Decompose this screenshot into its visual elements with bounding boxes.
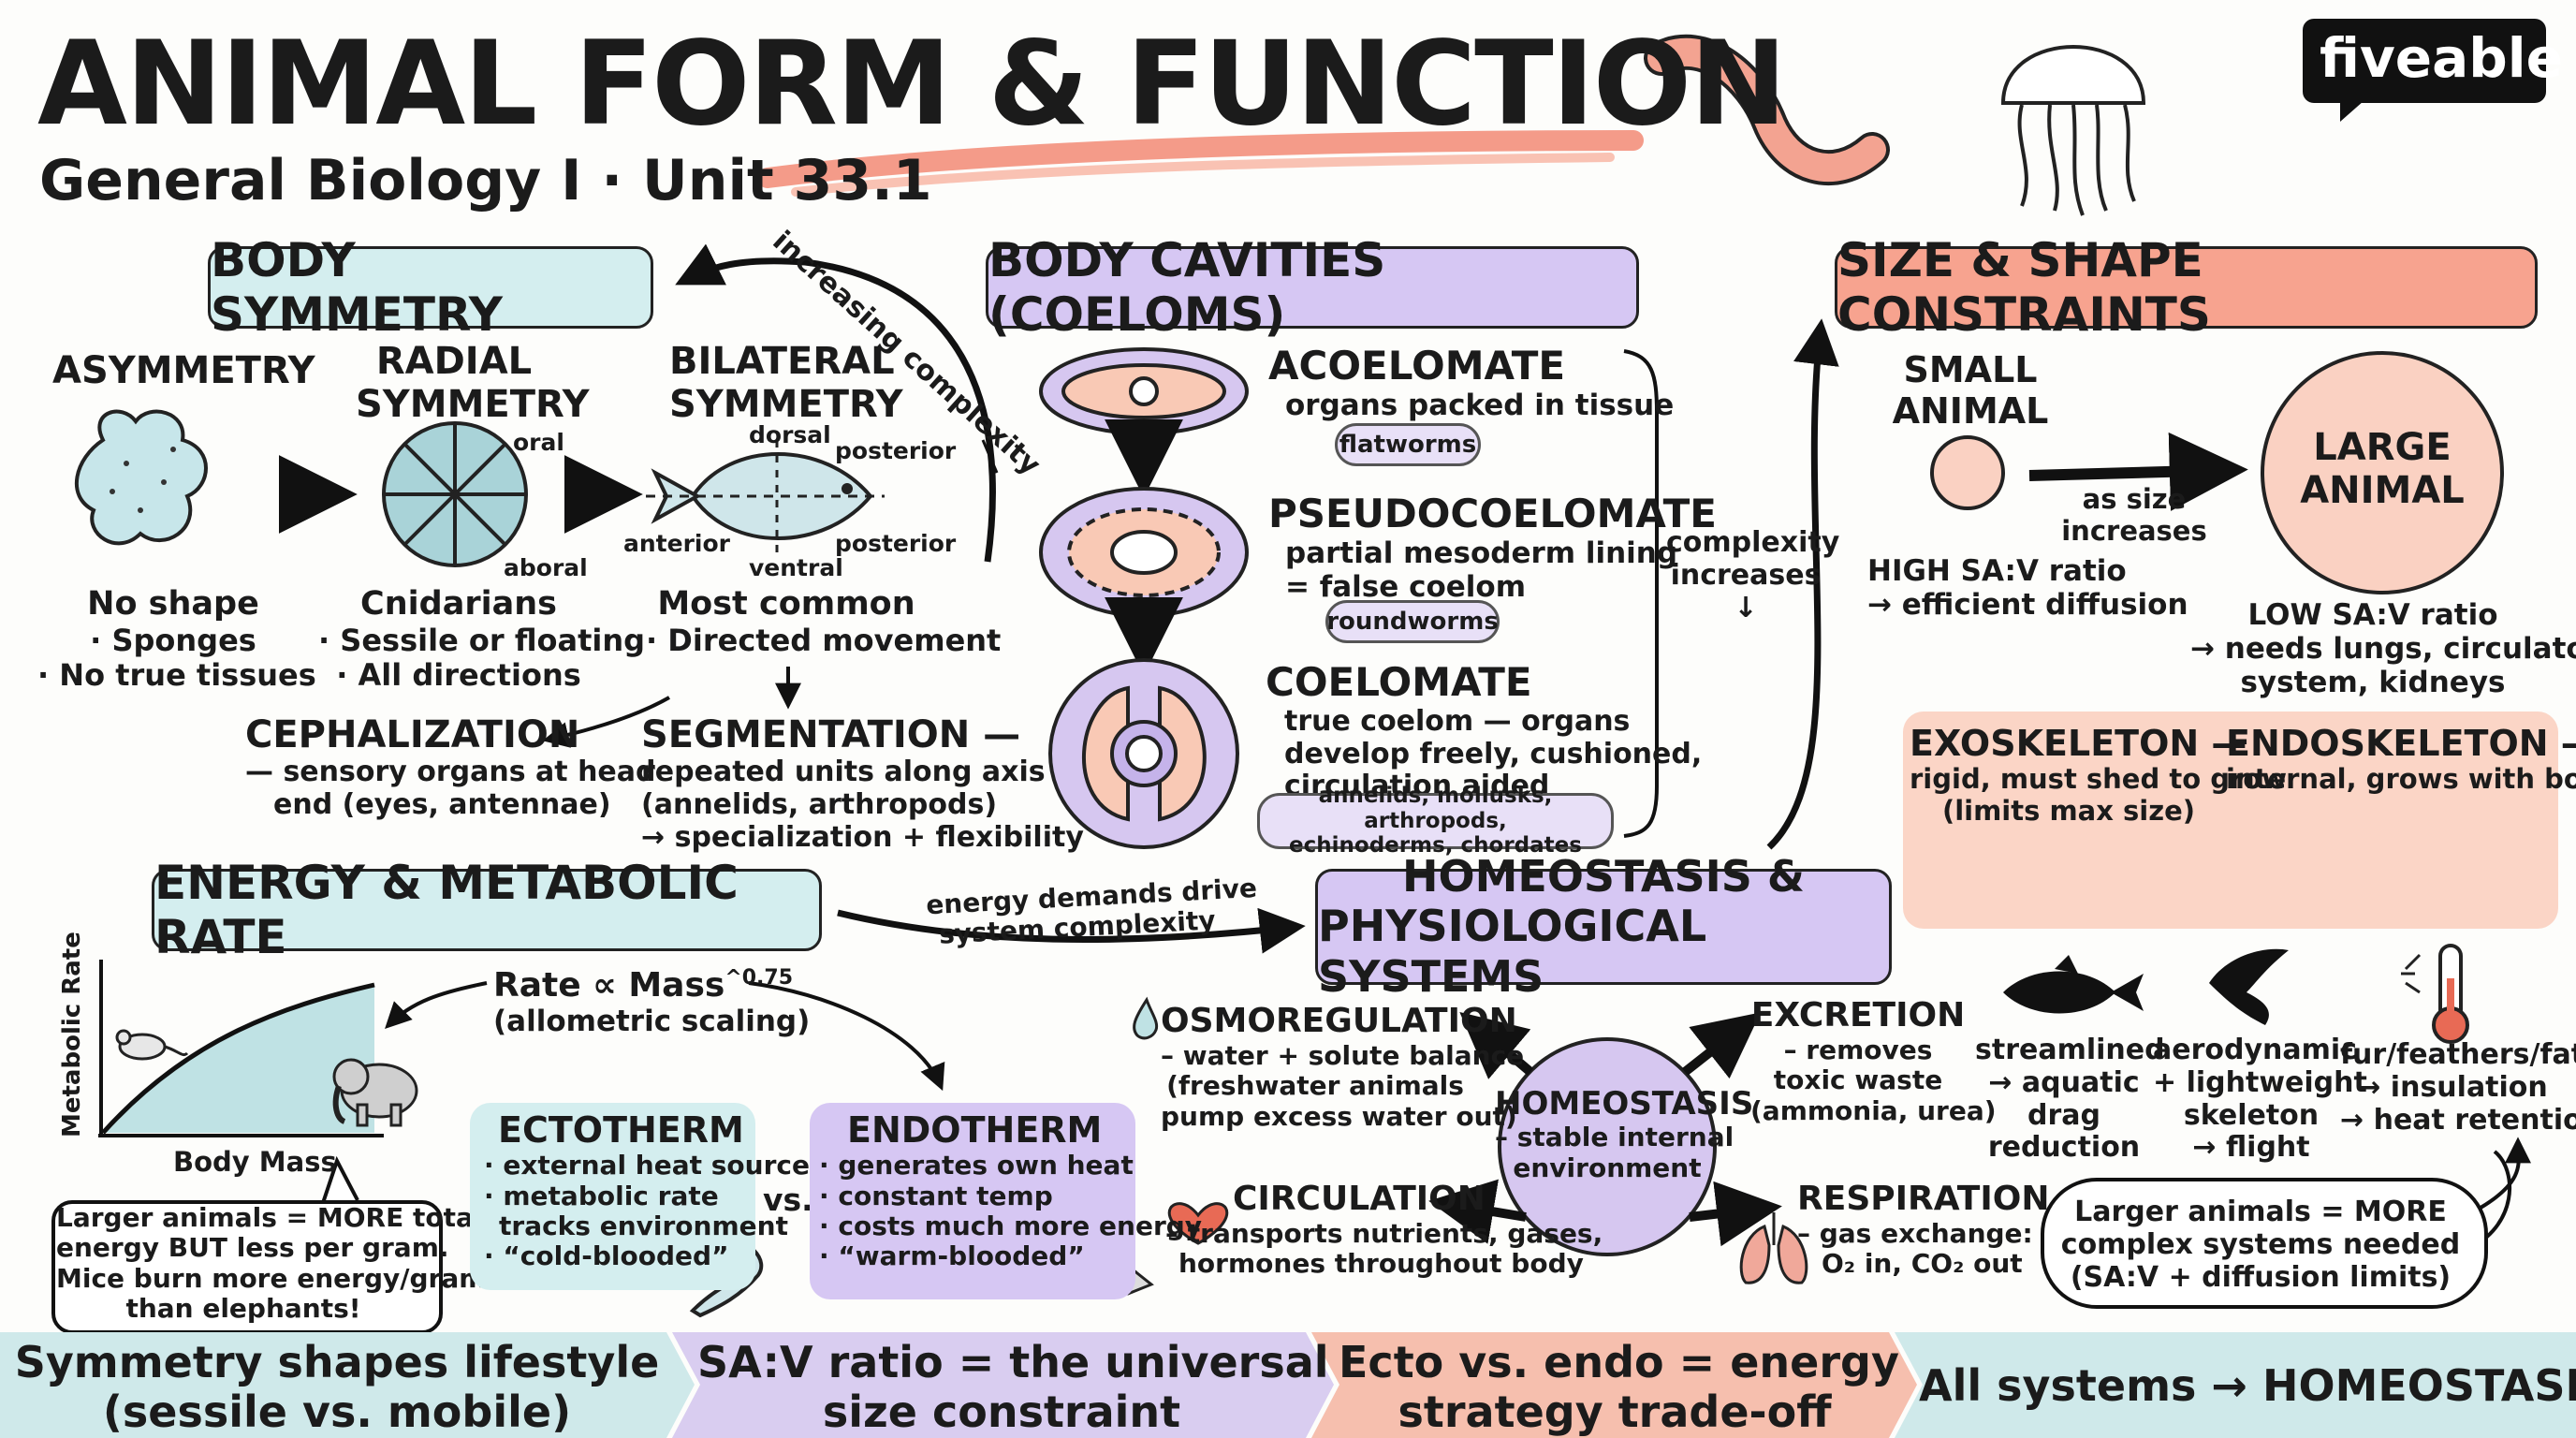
ventral-label: ventral xyxy=(749,554,843,581)
radial-symmetry-icon xyxy=(382,421,528,567)
homeostasis-center-circle xyxy=(1498,1037,1717,1256)
heart-icon xyxy=(1167,1202,1229,1245)
footer-banner: Symmetry shapes lifestyle(sessile vs. mo… xyxy=(0,1332,2576,1438)
small-animal-circle xyxy=(1930,435,2005,510)
bilateral-caption: Most common · Directed movement xyxy=(646,585,1002,658)
low-sav-text: LOW SA:V ratio→ needs lungs, circulatory… xyxy=(2190,598,2576,699)
body-mass-axis-label: Body Mass xyxy=(173,1146,337,1178)
thermometer-icon xyxy=(2401,944,2469,1044)
metabolic-graph xyxy=(98,960,384,1137)
circulation-text: CIRCULATION – transports nutrients, gase… xyxy=(1165,1180,1603,1280)
size-conclusion-bubble xyxy=(2041,1178,2488,1309)
aboral-label: aboral xyxy=(504,554,588,581)
fiveable-logo-shape xyxy=(2303,19,2546,122)
lungs-icon xyxy=(1739,1212,1808,1284)
ectotherm-text: ECTOTHERM · external heat source· metabo… xyxy=(484,1109,810,1272)
sponge-blob-icon xyxy=(75,409,208,546)
pseudocoelomate-icon xyxy=(1039,487,1249,618)
coelomate-block: COELOMATE true coelom — organs develop f… xyxy=(1266,659,1703,803)
adaptation-aerodynamic: aerodynamic+ lightweight skeleton→ fligh… xyxy=(2153,1034,2367,1165)
water-drop-icon xyxy=(1133,996,1159,1040)
footer-segment-3-shape xyxy=(1311,1332,1917,1438)
section-body-cavities: BODY CAVITIES (COELOMS) xyxy=(986,233,1639,342)
cephalization-block: CEPHALIZATION — sensory organs at head e… xyxy=(245,713,656,822)
osmoregulation-text: OSMOREGULATION – water + solute balance(… xyxy=(1161,1002,1525,1132)
metabolic-rate-axis-label: Metabolic Rate xyxy=(58,932,86,1137)
coelom-bracket xyxy=(1623,349,1659,838)
homeostasis-to-size-arrow xyxy=(1766,318,1839,850)
bilateral-fish-icon xyxy=(646,440,885,557)
section-size-shape: SIZE & SHAPE CONSTRAINTS xyxy=(1835,233,2538,342)
adaptation-insulation: fur/feathers/fat→ insulation → heat rete… xyxy=(2340,1038,2576,1137)
footer-segment-1-shape xyxy=(0,1332,695,1438)
oral-label: oral xyxy=(513,429,564,456)
dorsal-label: dorsal xyxy=(749,421,831,448)
skeleton-panel xyxy=(1903,712,2558,929)
asymmetry-caption: No shape · Sponges· No true tissues xyxy=(37,585,316,693)
coelomate-groups-tag: annelids, mollusks, arthropods,echinoder… xyxy=(1257,784,1614,858)
pseudocoelomate-block: PSEUDOCOELOMATE partial mesoderm lining … xyxy=(1268,491,1717,604)
respiration-text: RESPIRATION – gas exchange: O₂ in, CO₂ o… xyxy=(1797,1180,2050,1280)
energy-to-homeostasis-arrow xyxy=(837,907,1306,954)
acoelomate-icon xyxy=(1039,347,1249,435)
asymmetry-heading: ASYMMETRY xyxy=(52,349,315,392)
posterior-bottom-label: posterior xyxy=(835,530,957,557)
endotherm-card xyxy=(810,1103,1135,1299)
streamlined-fish-icon xyxy=(2003,955,2144,1014)
title-brush-stroke xyxy=(757,130,1644,188)
complexity-arrow xyxy=(675,243,996,563)
section-energy-metabolic: ENERGY & METABOLIC RATE xyxy=(152,856,822,964)
mouse-icon xyxy=(115,1029,189,1061)
endoskeleton-text: ENDOSKELETON — internal, grows with body xyxy=(2226,723,2576,796)
footer-takeaway-1: Symmetry shapes lifestyle(sessile vs. mo… xyxy=(14,1337,660,1438)
footer-takeaway-4: All systems → HOMEOSTASIS xyxy=(1919,1360,2576,1411)
section-body-symmetry: BODY SYMMETRY xyxy=(208,233,653,342)
allometric-subtitle: (allometric scaling) xyxy=(493,1005,811,1038)
brand-logo[interactable]: fiveable xyxy=(2320,26,2564,90)
posterior-top-label: posterior xyxy=(835,437,957,464)
footer-segment-4-shape xyxy=(1895,1332,2576,1438)
roundworms-tag: roundworms xyxy=(1325,600,1500,643)
coelomate-icon xyxy=(1048,658,1239,849)
footer-segment-2-shape xyxy=(672,1332,1334,1438)
bird-icon xyxy=(2209,948,2289,1025)
section-homeostasis: HOMEOSTASIS &PHYSIOLOGICAL SYSTEMS xyxy=(1315,851,1892,1001)
allometric-formula: Rate ∝ Mass^0.75 xyxy=(493,966,794,1005)
elephant-icon xyxy=(332,1058,418,1127)
ectotherm-card xyxy=(470,1103,755,1290)
worm-icon xyxy=(1644,35,1890,186)
page-subtitle: General Biology I · Unit 33.1 xyxy=(39,148,932,213)
large-animal-circle xyxy=(2261,351,2504,594)
exoskeleton-text: EXOSKELETON — rigid, must shed to grow(l… xyxy=(1910,723,2287,827)
flatworms-tag: flatworms xyxy=(1335,423,1481,466)
radial-caption: Cnidarians · Sessile or floating· All di… xyxy=(318,585,646,693)
acoelomate-block: ACOELOMATE organs packed in tissue xyxy=(1268,343,1675,422)
versus-label: vs. xyxy=(763,1181,813,1218)
jellyfish-icon xyxy=(2000,45,2146,216)
page-title: ANIMAL FORM & FUNCTION xyxy=(37,17,1787,152)
endotherm-text: ENDOTHERM · generates own heat· constant… xyxy=(819,1109,1203,1272)
segmentation-block: SEGMENTATION — repeated units along axis… xyxy=(641,713,1084,854)
energy-speech-bubble xyxy=(51,1200,443,1334)
high-sav-text: HIGH SA:V ratio→ efficient diffusion xyxy=(1867,554,2188,622)
anterior-label: anterior xyxy=(623,530,730,557)
